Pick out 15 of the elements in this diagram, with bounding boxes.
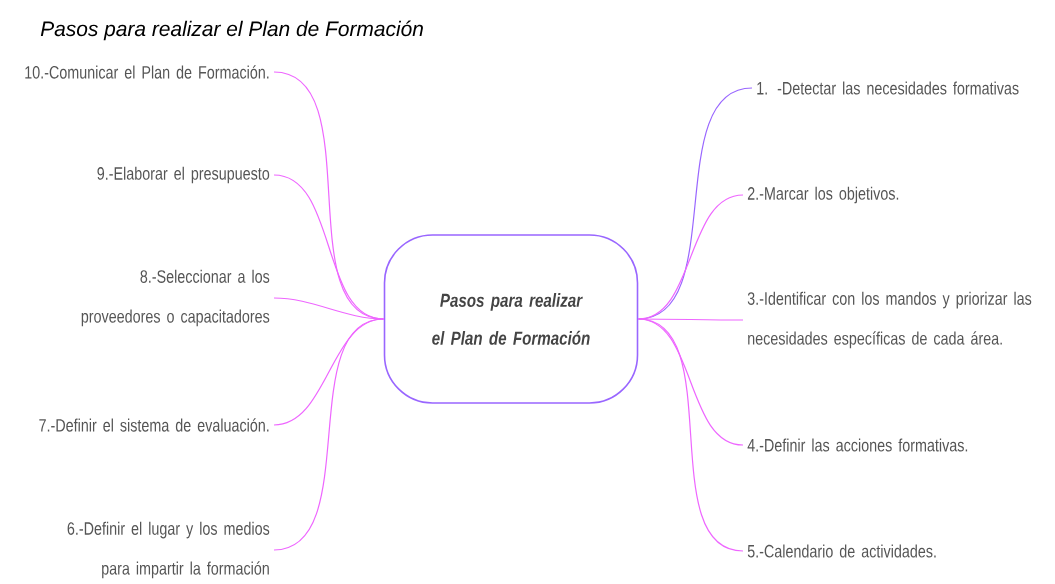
step-text: 4.-Definir las acciones formativas. <box>747 438 968 452</box>
connector-line <box>637 318 744 552</box>
step-text: 2.-Marcar los objetivos. <box>747 186 899 204</box>
step-text: 7.-Definir el sistema de evaluación. <box>39 418 269 432</box>
central-topic-box: Pasos para realizar el Plan de Formación <box>383 234 639 404</box>
step-text: 5.-Calendario de actividades. <box>747 544 936 558</box>
connector-line <box>273 297 385 320</box>
step-text: 3.-Identificar con los mandos y priorizar las necesidades específicas de cada área. <box>747 291 1032 349</box>
step-text: 9.-Elaborar el presupuesto <box>97 166 270 184</box>
step-text: 10.-Comunicar el Plan de Formación. <box>25 65 269 79</box>
step-text: 8.-Seleccionar a los proveedores o capacitadores <box>81 269 270 327</box>
step-text: 1. -Detectar las necesidades formativas <box>757 81 1019 95</box>
step-text: 6.-Definir el lugar y los medios para impartir la formación <box>67 521 270 579</box>
connector-line <box>273 71 385 320</box>
title: Pasos para realizar el Plan de Formación <box>40 20 423 41</box>
